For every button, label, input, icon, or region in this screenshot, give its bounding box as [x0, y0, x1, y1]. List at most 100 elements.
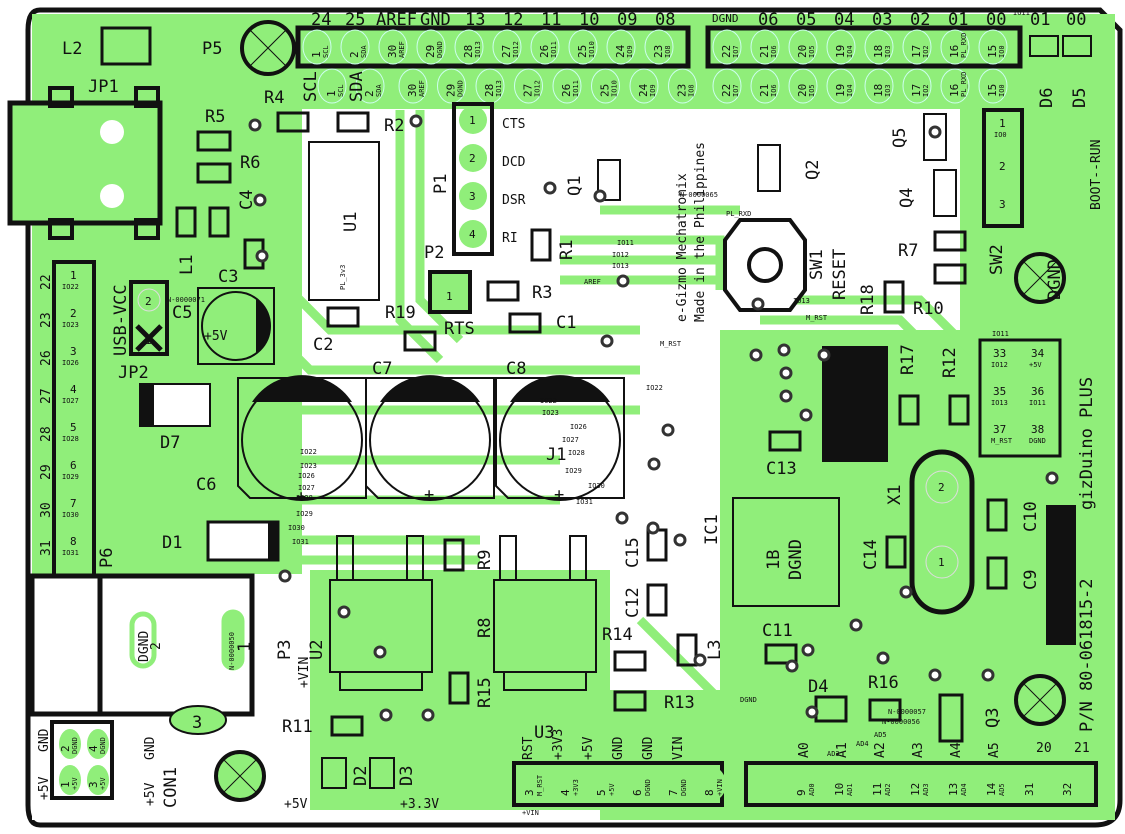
header-pin[interactable]	[826, 29, 856, 65]
header-pin[interactable]	[340, 29, 370, 65]
pin-number: 3	[70, 345, 77, 358]
boot-run-label: BOOT--RUN	[1089, 140, 1104, 210]
p1-pin[interactable]	[459, 182, 487, 210]
p6-pin[interactable]	[59, 378, 89, 410]
analog-pin[interactable]	[904, 767, 932, 801]
power-header-con1[interactable]	[50, 720, 114, 800]
pin-number: 23	[652, 45, 665, 58]
pin-number: 6	[70, 459, 77, 472]
header-pin[interactable]	[902, 68, 932, 104]
header-pin[interactable]	[712, 29, 742, 65]
header-pin[interactable]	[978, 68, 1008, 104]
p1-pin[interactable]	[459, 220, 487, 248]
con1-pin[interactable]	[87, 765, 109, 795]
header-pin[interactable]	[978, 29, 1008, 65]
header-pin[interactable]	[552, 68, 582, 104]
p6-pin[interactable]	[59, 340, 89, 372]
usb-connector-jp1[interactable]	[7, 100, 163, 226]
analog-pin[interactable]	[866, 767, 894, 801]
header-p2[interactable]	[428, 270, 472, 314]
p1-pin[interactable]	[459, 144, 487, 172]
icsp-pin[interactable]	[986, 343, 1016, 373]
pin-signal: IO5	[808, 45, 816, 58]
analog-pin[interactable]	[790, 767, 818, 801]
icsp-pin[interactable]	[986, 419, 1016, 449]
header-pin[interactable]	[302, 29, 332, 65]
header-label: 10	[579, 10, 599, 30]
analog-pin[interactable]	[828, 767, 856, 801]
con1-pin[interactable]	[59, 729, 81, 759]
header-pin[interactable]	[378, 29, 408, 65]
header-pin[interactable]	[940, 29, 970, 65]
header-pin[interactable]	[591, 68, 620, 104]
pin-signal: AD2	[884, 783, 892, 796]
plus-3v3-label: +3.3V	[400, 797, 439, 812]
analog-pin[interactable]	[1056, 767, 1084, 801]
header-pin[interactable]	[864, 29, 894, 65]
reset-button-sw1[interactable]	[723, 218, 807, 312]
header-pin[interactable]	[568, 29, 598, 65]
header-pin[interactable]	[826, 68, 856, 104]
con1-pin[interactable]	[59, 765, 81, 795]
header-pin[interactable]	[712, 68, 742, 104]
power-pin[interactable]	[554, 767, 582, 801]
analog-pin[interactable]	[942, 767, 970, 801]
net-label: IO27	[562, 436, 579, 444]
p6-pin[interactable]	[59, 302, 89, 334]
p6-pin[interactable]	[59, 416, 89, 448]
header-pin[interactable]	[398, 68, 428, 104]
header-pin[interactable]	[606, 29, 636, 65]
icsp-pin[interactable]	[1024, 381, 1054, 411]
jumper-jp2[interactable]	[129, 280, 169, 356]
header-pin[interactable]	[902, 29, 932, 65]
via	[779, 366, 793, 380]
power-pin[interactable]	[518, 767, 546, 801]
p6-pin[interactable]	[59, 454, 89, 486]
transistors	[597, 113, 957, 217]
pin-number: 2	[363, 90, 376, 97]
power-pin[interactable]	[626, 767, 654, 801]
header-pin[interactable]	[788, 68, 818, 104]
jp1-tab	[48, 218, 74, 240]
p6-pin[interactable]	[59, 264, 89, 296]
header-pin[interactable]	[940, 68, 970, 104]
mount-hole-cross-icon	[222, 758, 258, 794]
header-pin[interactable]	[416, 29, 446, 65]
header-pin[interactable]	[644, 29, 674, 65]
analog-pin[interactable]	[980, 767, 1008, 801]
p1-pin[interactable]	[459, 106, 487, 134]
icsp-pin[interactable]	[986, 381, 1016, 411]
icsp-pin[interactable]	[1024, 419, 1054, 449]
analog-pin[interactable]	[1018, 767, 1046, 801]
header-pin[interactable]	[750, 68, 780, 104]
header-pin[interactable]	[492, 29, 522, 65]
header-pin[interactable]	[629, 68, 659, 104]
con1-label: +5V	[143, 782, 158, 806]
power-pin[interactable]	[590, 767, 618, 801]
pin-signal: IO10	[611, 80, 619, 97]
header-pin[interactable]	[864, 68, 894, 104]
header-pin[interactable]	[355, 68, 385, 104]
p6-pin[interactable]	[59, 530, 89, 562]
header-pin[interactable]	[530, 29, 560, 65]
switch-sw2[interactable]	[982, 108, 1024, 228]
header-pin[interactable]	[750, 29, 780, 65]
jp2-pin	[137, 288, 161, 312]
power-pin[interactable]	[698, 767, 726, 801]
via	[799, 408, 813, 422]
header-pin[interactable]	[317, 68, 347, 104]
p6-pin[interactable]	[59, 492, 89, 524]
header-pin[interactable]	[668, 68, 697, 104]
via	[278, 569, 292, 583]
icsp-pin[interactable]	[1024, 343, 1054, 373]
header-pin[interactable]	[788, 29, 818, 65]
header-pin[interactable]	[437, 68, 466, 104]
con1-pin[interactable]	[87, 729, 109, 759]
header-pin[interactable]	[454, 29, 484, 65]
ref-c12: C12	[623, 587, 643, 618]
polarity-mark	[510, 375, 610, 402]
ref-jp1: JP1	[88, 77, 119, 97]
power-pin[interactable]	[662, 767, 690, 801]
header-pin[interactable]	[514, 68, 543, 104]
